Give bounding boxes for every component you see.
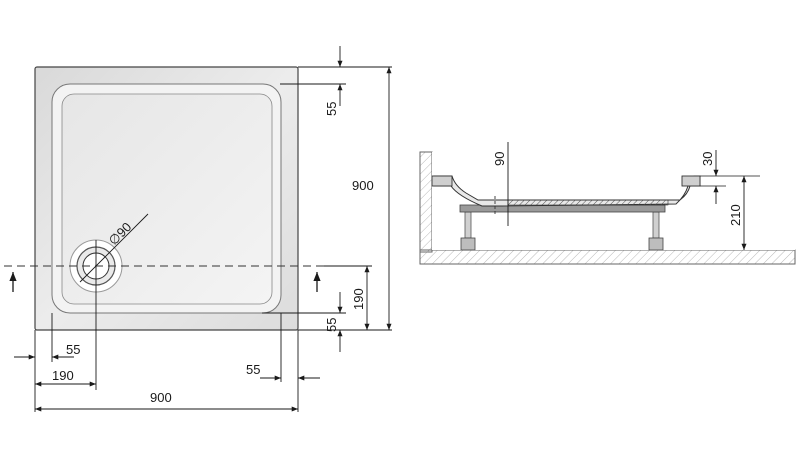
drain-offset-x-label: 190 bbox=[52, 368, 74, 383]
rim-left-label: 55 bbox=[66, 342, 80, 357]
total-height-label: 210 bbox=[728, 204, 743, 226]
rim-right-label: 55 bbox=[246, 362, 260, 377]
rim-bottom-label: 55 bbox=[324, 318, 339, 332]
width-dimension-label: 900 bbox=[150, 390, 172, 405]
rim-top-label: 55 bbox=[324, 102, 339, 116]
side-view: 90 30 210 bbox=[419, 142, 796, 265]
floor bbox=[419, 249, 796, 265]
rim-thickness-label: 30 bbox=[700, 152, 715, 166]
height-dimension-label: 900 bbox=[352, 178, 374, 193]
tray-legs bbox=[460, 211, 664, 251]
wall bbox=[419, 151, 433, 253]
top-view: ∅90 900 55 190 55 bbox=[4, 46, 392, 412]
drain-offset-y-label: 190 bbox=[351, 288, 366, 310]
drain-height-label: 90 bbox=[492, 152, 507, 166]
